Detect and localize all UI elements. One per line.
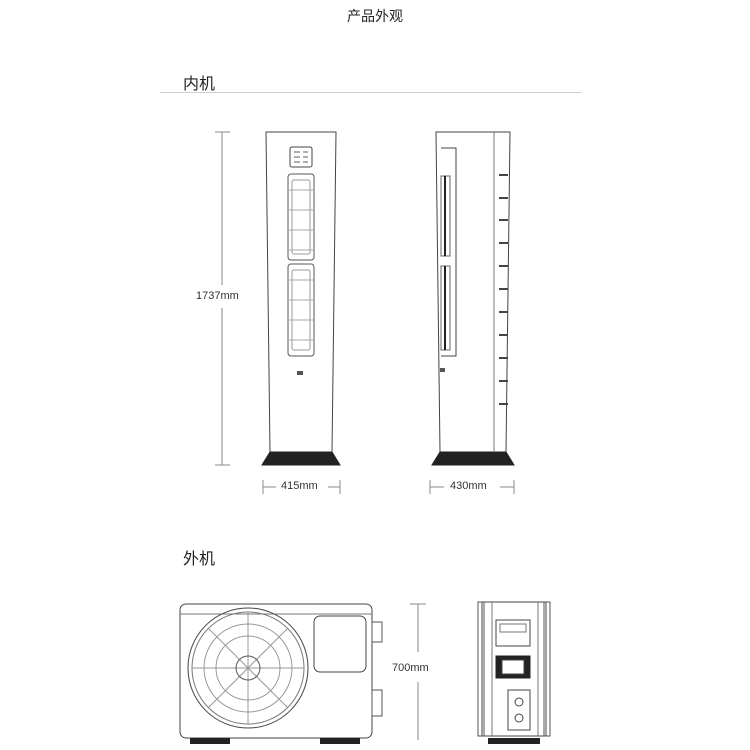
indoor-width-dimension: 415mm [281, 480, 318, 492]
indoor-depth-dimension-line [429, 480, 515, 494]
indoor-unit-label: 内机 [183, 74, 216, 93]
indoor-divider [160, 92, 582, 93]
outdoor-unit-side-view [477, 601, 551, 744]
indoor-width-dimension-line [262, 480, 341, 494]
indoor-depth-dimension: 430mm [450, 480, 487, 492]
outdoor-height-dimension: 700mm [392, 662, 429, 674]
display-digits [294, 151, 308, 163]
indoor-unit-side-view [431, 131, 515, 466]
outdoor-height-dimension-line [410, 603, 426, 740]
outdoor-unit-front-view [179, 603, 383, 744]
indoor-unit-front-view [261, 131, 341, 466]
indoor-height-dimension: 1737mm [196, 290, 239, 302]
brand-logo-icon [297, 371, 303, 375]
outdoor-unit-label: 外机 [183, 549, 216, 568]
indoor-height-dimension-line [215, 131, 230, 466]
page-title: 产品外观 [347, 9, 403, 25]
